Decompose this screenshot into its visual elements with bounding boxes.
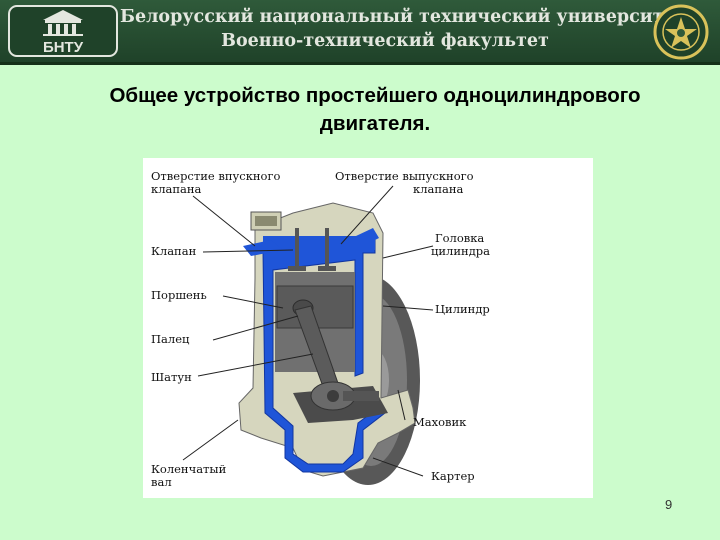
page-number: 9 [665, 497, 672, 512]
label-connecting-rod: Шатун [151, 371, 192, 384]
bntu-logo-text: БНТУ [43, 39, 84, 56]
military-faculty-emblem-icon [650, 3, 712, 61]
label-cylinder-head-line2: цилиндра [431, 245, 490, 258]
label-crankcase: Картер [431, 470, 475, 483]
slide-title: Общее устройство простейшего одноцилиндр… [40, 82, 710, 138]
crankshaft-shaft [343, 391, 379, 401]
label-valve: Клапан [151, 245, 196, 258]
label-flywheel: Маховик [413, 416, 466, 429]
label-crankshaft-line2: вал [151, 476, 226, 489]
label-cylinder: Цилиндр [435, 303, 490, 316]
crankshaft-journal [327, 390, 339, 402]
slide-title-line-1: Общее устройство простейшего одноцилиндр… [40, 82, 710, 110]
university-name: Белорусский национальный технический уни… [120, 7, 650, 27]
bntu-logo: БНТУ [8, 5, 118, 57]
slide-header: БНТУ Белорусский национальный технически… [0, 0, 720, 65]
label-intake-valve-hole: Отверстие впускного клапана [151, 170, 280, 196]
engine-cutaway-illustration [143, 158, 593, 498]
label-exhaust-valve-hole-line2: клапана [335, 183, 474, 196]
label-cylinder-head: Головка цилиндра [435, 232, 490, 258]
label-piston-pin: Палец [151, 333, 189, 346]
faculty-name: Военно-технический факультет [120, 31, 650, 51]
label-intake-valve-hole-line2: клапана [151, 183, 280, 196]
engine-diagram: Отверстие впускного клапана Отверстие вы… [143, 158, 593, 498]
label-crankshaft: Коленчатый вал [151, 463, 226, 489]
slide-title-line-2: двигателя. [40, 110, 710, 138]
label-piston: Поршень [151, 289, 207, 302]
label-exhaust-valve-hole: Отверстие выпускного клапана [335, 170, 474, 196]
